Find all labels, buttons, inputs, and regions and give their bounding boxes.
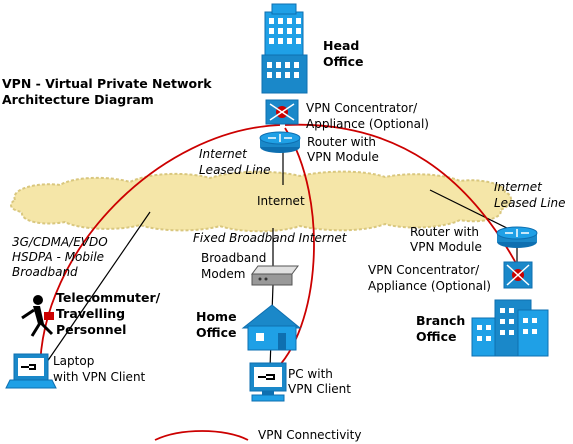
vpn-concentrator-branch-icon <box>503 261 533 289</box>
telecommuter-label-line2: Travelling <box>56 306 126 321</box>
telecommuter-person-icon <box>21 295 54 337</box>
legend-label: VPN Connectivity <box>258 428 362 442</box>
broadband-modem-label-line1: Broadband <box>201 251 267 265</box>
router-branch-icon <box>496 226 538 248</box>
vpn-tunnel-pc <box>272 127 315 373</box>
laptop-label-line2: with VPN Client <box>53 370 146 384</box>
vpn-concentrator-head-label-line1: VPN Concentrator/ <box>306 101 418 115</box>
router-head-label-line2: VPN Module <box>307 150 379 164</box>
diagram-title-line1: VPN - Virtual Private Network <box>2 76 212 91</box>
leased-line-head-label-line1: Internet <box>199 147 247 161</box>
laptop-icon <box>5 353 57 389</box>
branch-office-label-line1: Branch <box>416 313 466 328</box>
vpn-concentrator-head-label-line2: Appliance (Optional) <box>306 117 429 131</box>
mobile-broadband-label-line2: HSDPA - Mobile <box>12 250 105 264</box>
router-branch-label-line1: Router with <box>410 225 480 239</box>
pc-label-line2: VPN Client <box>288 382 351 396</box>
vpn-concentrator-head-icon <box>265 99 299 125</box>
head-office-label-line2: Office <box>323 54 364 69</box>
fixed-broadband-label: Fixed Broadband Internet <box>193 231 347 245</box>
laptop-label-line1: Laptop <box>53 354 95 368</box>
router-head-label-line1: Router with <box>307 135 377 149</box>
home-office-label-line1: Home <box>196 309 237 324</box>
leased-line-head-label-line2: Leased Line <box>199 163 271 177</box>
telecommuter-label-line1: Telecommuter/ <box>56 290 161 305</box>
head-office-building-icon <box>261 3 308 94</box>
diagram-title-line2: Architecture Diagram <box>2 92 154 107</box>
leased-line-branch-label-line2: Leased Line <box>494 196 566 210</box>
branch-office-label-line2: Office <box>416 329 457 344</box>
router-branch-label-line2: VPN Module <box>410 240 482 254</box>
router-head-icon <box>259 131 301 153</box>
pc-label-line1: PC with <box>288 367 333 381</box>
leased-line-branch-label-line1: Internet <box>494 180 542 194</box>
mobile-broadband-label-line1: 3G/CDMA/EVDO <box>12 235 108 249</box>
internet-cloud <box>10 170 512 233</box>
broadband-modem-icon <box>251 265 299 286</box>
home-office-label-line2: Office <box>196 325 237 340</box>
head-office-label-line1: Head <box>323 38 360 53</box>
branch-office-building-icon <box>471 299 549 357</box>
telecommuter-label-line3: Personnel <box>56 322 127 337</box>
legend-vpn-line <box>154 430 249 441</box>
mobile-broadband-label-line3: Broadband <box>12 265 78 279</box>
vpn-concentrator-branch-label-line1: VPN Concentrator/ <box>368 263 480 277</box>
home-office-house-icon <box>241 304 302 351</box>
vpn-concentrator-branch-label-line2: Appliance (Optional) <box>368 279 491 293</box>
broadband-modem-label-line2: Modem <box>201 267 246 281</box>
internet-label: Internet <box>257 194 305 208</box>
vpn-tunnel-laptop <box>39 124 281 373</box>
pc-icon <box>249 362 287 402</box>
legend <box>154 430 249 441</box>
